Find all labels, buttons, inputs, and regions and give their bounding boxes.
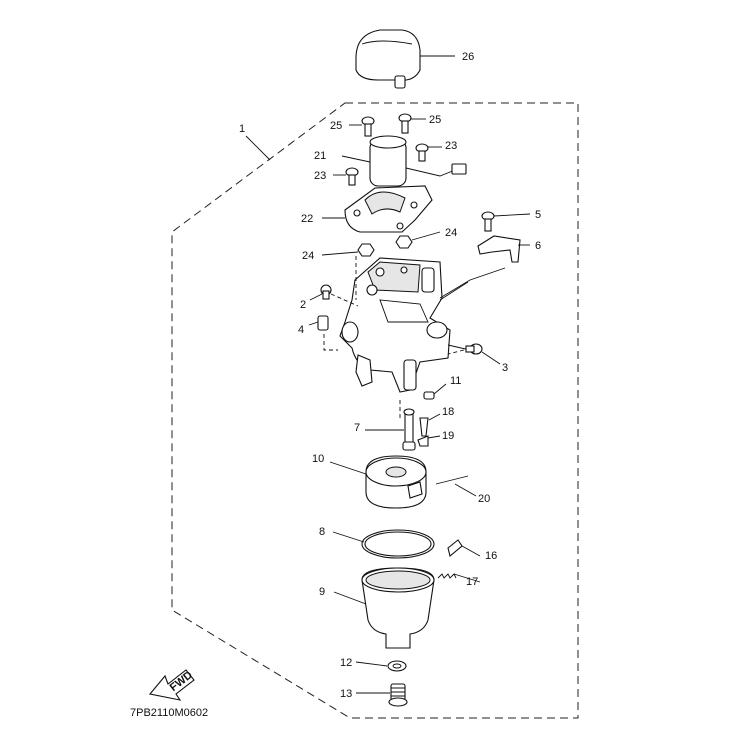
part-12-washer	[355, 660, 407, 672]
part-17-spring	[437, 573, 481, 583]
callout-20: 20	[478, 493, 490, 505]
part-6-clip	[477, 235, 530, 263]
part-1-leader	[245, 135, 271, 161]
callout-16: 16	[485, 550, 497, 562]
part-22-bracket	[322, 185, 433, 233]
callout-17: 17	[466, 576, 478, 588]
callout-1: 1	[239, 123, 245, 135]
part-18-needle	[419, 413, 441, 437]
callout-3: 3	[502, 362, 508, 374]
part-8-gasket	[332, 529, 435, 559]
part-24-nut-right	[395, 231, 441, 249]
part-16-drain-screw	[447, 539, 481, 557]
callout-11: 11	[450, 375, 461, 387]
part-25-screw-left	[349, 116, 375, 137]
fwd-arrow-icon: FWD	[148, 669, 195, 701]
callout-9: 9	[319, 586, 325, 598]
callout-23-right: 23	[445, 140, 457, 152]
callout-22: 22	[301, 213, 313, 225]
callout-23-left: 23	[314, 170, 326, 182]
part-9-float-bowl	[333, 567, 435, 649]
callout-5: 5	[535, 209, 541, 221]
part-26-cap	[355, 29, 455, 89]
part-11-screw	[423, 383, 447, 400]
part-25-screw-right	[398, 113, 426, 134]
callout-24-left: 24	[302, 250, 314, 262]
part-7-jet	[365, 408, 416, 451]
callout-8: 8	[319, 526, 325, 538]
part-5-screw	[481, 211, 531, 232]
callout-4: 4	[298, 324, 304, 336]
part-2-screw	[309, 284, 359, 307]
callout-7: 7	[354, 422, 360, 434]
callout-6: 6	[535, 240, 541, 252]
part-21-solenoid	[341, 135, 467, 187]
part-19-clip	[417, 435, 441, 447]
callout-24-right: 24	[445, 227, 457, 239]
callout-2: 2	[300, 299, 306, 311]
callout-21: 21	[314, 150, 326, 162]
carburetor-body	[339, 257, 506, 393]
drawing-code: 7PB2110M0602	[130, 707, 208, 719]
callout-12: 12	[340, 657, 352, 669]
part-23-screw-left	[333, 167, 359, 186]
callout-25-right: 25	[429, 114, 441, 126]
callout-26: 26	[462, 51, 474, 63]
part-20-pin	[435, 475, 477, 497]
callout-10: 10	[312, 453, 324, 465]
part-4-screw	[308, 315, 338, 351]
callout-19: 19	[442, 430, 454, 442]
part-13-drain-bolt	[356, 683, 408, 707]
part-23-screw-right	[415, 143, 442, 162]
callout-18: 18	[442, 406, 454, 418]
part-24-nut-left	[321, 243, 375, 257]
part-3-screw	[447, 343, 501, 365]
callout-25-left: 25	[330, 120, 342, 132]
callout-13: 13	[340, 688, 352, 700]
part-10-float	[329, 455, 427, 509]
